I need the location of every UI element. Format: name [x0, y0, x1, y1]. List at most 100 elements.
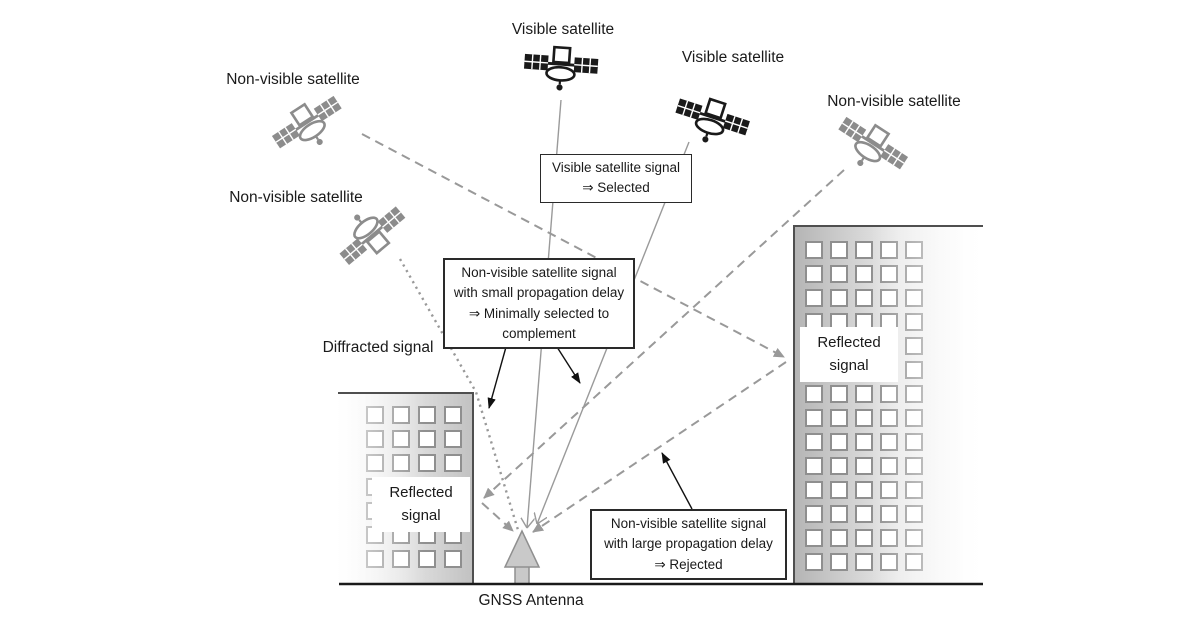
building-window — [905, 241, 923, 259]
building-window — [830, 553, 848, 571]
building-window — [905, 385, 923, 403]
building-window — [444, 406, 462, 424]
visible-satellite-icon-1 — [515, 35, 607, 97]
large-delay-line3: ⇒ Rejected — [654, 556, 723, 572]
reflected-signal-left-line1: Reflected — [389, 484, 453, 501]
non-visible-satellite-icon-top-left — [256, 77, 360, 172]
building-window — [855, 385, 873, 403]
building-window — [905, 481, 923, 499]
building-window — [805, 529, 823, 547]
building-window — [855, 457, 873, 475]
building-window — [830, 433, 848, 451]
building-right — [793, 225, 983, 585]
building-window — [880, 457, 898, 475]
building-window — [366, 454, 384, 472]
small-delay-line1: Non-visible satellite signal — [461, 265, 617, 280]
building-window — [855, 529, 873, 547]
building-window — [855, 265, 873, 283]
large-delay-callout: Non-visible satellite signal with large … — [590, 509, 787, 580]
building-window — [855, 505, 873, 523]
building-window — [905, 361, 923, 379]
gnss-antenna-label: GNSS Antenna — [478, 592, 584, 609]
small-delay-line4: complement — [502, 325, 576, 341]
building-window — [418, 406, 436, 424]
building-window — [830, 529, 848, 547]
building-window — [418, 430, 436, 448]
building-window — [905, 457, 923, 475]
gnss-antenna-icon — [503, 529, 541, 585]
building-window — [880, 505, 898, 523]
building-window — [805, 265, 823, 283]
building-window — [880, 385, 898, 403]
building-window — [805, 433, 823, 451]
building-window — [444, 430, 462, 448]
building-window — [805, 385, 823, 403]
building-window — [880, 553, 898, 571]
building-window — [830, 481, 848, 499]
building-window — [392, 406, 410, 424]
visible-satellite-icon-2 — [662, 79, 763, 159]
building-window — [855, 433, 873, 451]
building-window — [805, 553, 823, 571]
building-window — [392, 454, 410, 472]
building-window — [418, 550, 436, 568]
building-window — [855, 409, 873, 427]
large-delay-arrow — [661, 452, 693, 510]
building-window — [830, 505, 848, 523]
building-window — [905, 265, 923, 283]
building-window — [830, 265, 848, 283]
building-window — [905, 433, 923, 451]
building-window — [905, 337, 923, 355]
building-window — [366, 430, 384, 448]
building-window — [830, 409, 848, 427]
building-window — [905, 505, 923, 523]
reflected-signal-left-line2: signal — [401, 507, 441, 525]
building-window — [855, 289, 873, 307]
building-window — [830, 241, 848, 259]
building-window — [366, 550, 384, 568]
reflected-signal-right-line1: Reflected — [817, 334, 881, 351]
large-delay-line2: with large propagation delay — [604, 536, 773, 552]
building-window — [805, 289, 823, 307]
building-window — [830, 457, 848, 475]
building-window — [880, 481, 898, 499]
building-window — [830, 289, 848, 307]
small-delay-arrow-left — [487, 346, 507, 409]
non-visible-satellite-label-top-left: Non-visible satellite — [226, 71, 360, 88]
non-visible-satellite-label-right: Non-visible satellite — [827, 93, 961, 110]
building-window — [880, 289, 898, 307]
building-window — [905, 553, 923, 571]
visible-satellite-label-2: Visible satellite — [681, 49, 785, 66]
reflected-signal-label-right: Reflected signal — [800, 327, 898, 382]
small-delay-callout: Non-visible satellite signal with small … — [443, 258, 635, 349]
small-delay-line3: ⇒ Minimally selected to — [468, 305, 610, 321]
non-visible-satellite-label-mid-left: Non-visible satellite — [229, 189, 363, 206]
building-window — [805, 505, 823, 523]
building-window — [855, 553, 873, 571]
small-delay-line2: with small propagation delay — [453, 285, 625, 301]
building-window — [880, 265, 898, 283]
building-window — [880, 433, 898, 451]
building-window — [805, 241, 823, 259]
visible-callout-line1: Visible satellite signal — [551, 160, 681, 175]
building-window — [392, 430, 410, 448]
reflected-signal-label-left: Reflected signal — [372, 477, 470, 532]
building-window — [805, 409, 823, 427]
building-window — [905, 529, 923, 547]
building-window — [830, 385, 848, 403]
non-visible-satellite-icon-right — [820, 98, 924, 193]
large-delay-line1: Non-visible satellite signal — [610, 516, 767, 531]
building-window — [905, 289, 923, 307]
building-window — [880, 529, 898, 547]
building-window — [905, 409, 923, 427]
reflected-signal-bounce-right — [532, 361, 787, 533]
visible-signal-callout: Visible satellite signal ⇒ Selected — [540, 154, 692, 203]
building-window — [855, 481, 873, 499]
small-delay-arrow-right — [556, 346, 581, 384]
building-window — [855, 241, 873, 259]
reflected-signal-right-line2: signal — [829, 357, 869, 375]
building-window — [905, 313, 923, 331]
visible-callout-line2: ⇒ Selected — [582, 180, 650, 196]
visible-satellite-label-1: Visible satellite — [511, 21, 615, 38]
